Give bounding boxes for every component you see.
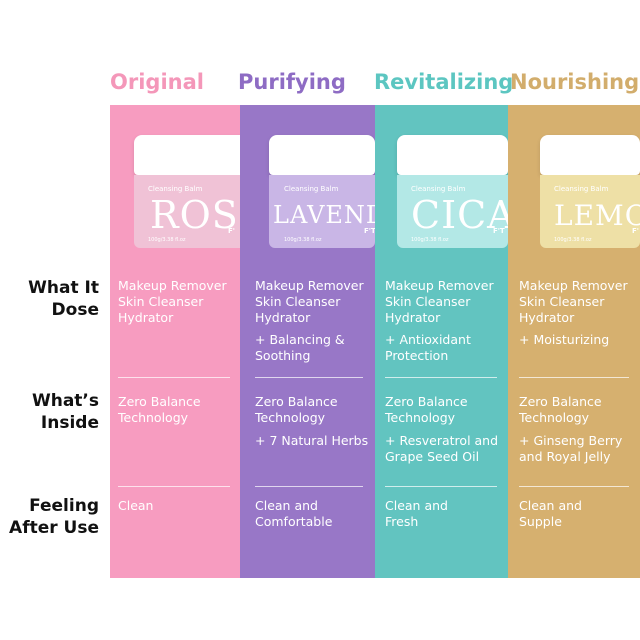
jar-weight: 100g/3.38 fl.oz — [284, 237, 322, 243]
inside-text: Zero Balance Technology — [385, 394, 468, 425]
row-label-what-it-does: What It Dose — [28, 278, 99, 320]
jar-label-small: Cleansing Balm — [411, 185, 466, 193]
row-label-whats-inside: What’s Inside — [31, 391, 99, 433]
divider — [255, 486, 363, 487]
product-jar-cica: Cleansing Balm CICA F'T 100g/3.38 fl.oz — [375, 105, 508, 248]
jar-label-big: ROSE — [150, 193, 240, 237]
inside-extra-text: + 7 Natural Herbs — [255, 433, 369, 448]
divider — [519, 486, 629, 487]
does-text: Makeup Remover Skin Cleanser Hydrator — [519, 278, 628, 325]
product-jar-lemon: Cleansing Balm LEMON F' 100g/3.38 fl.oz — [508, 105, 640, 248]
divider — [385, 377, 497, 378]
does-extra-text: + Balancing & Soothing — [255, 332, 345, 363]
jar-brand-mark: F' — [632, 227, 639, 235]
jar-weight: 100g/3.38 fl.oz — [148, 237, 186, 243]
variant-title-revitalizing: Revitalizing — [374, 70, 514, 94]
inside-extra-text: + Ginseng Berry and Royal Jelly — [519, 433, 623, 464]
variant-title-original: Original — [110, 70, 204, 94]
divider — [118, 377, 230, 378]
feeling-text: Clean and Supple — [519, 498, 582, 529]
jar-lid — [540, 135, 640, 175]
column-original: Cleansing Balm ROSE F' 100g/3.38 fl.oz M… — [110, 105, 240, 578]
product-jar-rose: Cleansing Balm ROSE F' 100g/3.38 fl.oz — [110, 105, 240, 248]
variant-title-purifying: Purifying — [238, 70, 346, 94]
jar-weight: 100g/3.38 fl.oz — [411, 237, 449, 243]
jar-lid — [269, 135, 375, 175]
inside-text: Zero Balance Technology — [255, 394, 338, 425]
divider — [519, 377, 629, 378]
jar-label-small: Cleansing Balm — [284, 185, 339, 193]
jar-label-small: Cleansing Balm — [148, 185, 203, 193]
jar-lid — [397, 135, 508, 175]
does-text: Makeup Remover Skin Cleanser Hydrator — [385, 278, 494, 325]
inside-extra-text: + Resveratrol and Grape Seed Oil — [385, 433, 499, 464]
feeling-text: Clean and Fresh — [385, 498, 448, 529]
inside-text: Zero Balance Technology — [118, 394, 201, 425]
does-text: Makeup Remover Skin Cleanser Hydrator — [255, 278, 364, 325]
feeling-text: Clean — [118, 498, 154, 513]
jar-label-big: LEMON — [554, 199, 640, 232]
jar-label-big: LAVENDER — [273, 201, 375, 229]
jar-label-small: Cleansing Balm — [554, 185, 609, 193]
product-jar-lavender: Cleansing Balm LAVENDER F'T 100g/3.38 fl… — [240, 105, 375, 248]
divider — [385, 486, 497, 487]
jar-brand-mark: F' — [228, 227, 235, 235]
jar-label-big: CICA — [411, 193, 508, 237]
jar-lid — [134, 135, 240, 175]
divider — [118, 486, 230, 487]
jar-brand-mark: F'T — [364, 227, 375, 235]
row-label-feeling-after-use: Feeling After Use — [9, 496, 99, 538]
jar-body — [134, 175, 240, 248]
does-extra-text: + Antioxidant Protection — [385, 332, 471, 363]
jar-body — [397, 175, 508, 248]
jar-brand-mark: F'T — [493, 227, 505, 235]
variant-title-nourishing: Nourishing — [510, 70, 640, 94]
jar-weight: 100g/3.38 fl.oz — [554, 237, 592, 243]
column-nourishing: Cleansing Balm LEMON F' 100g/3.38 fl.oz … — [508, 105, 640, 578]
jar-body — [540, 175, 640, 248]
does-extra-text: + Moisturizing — [519, 332, 610, 347]
column-revitalizing: Cleansing Balm CICA F'T 100g/3.38 fl.oz … — [375, 105, 508, 578]
inside-text: Zero Balance Technology — [519, 394, 602, 425]
jar-body — [269, 175, 375, 248]
feeling-text: Clean and Comfortable — [255, 498, 333, 529]
column-purifying: Cleansing Balm LAVENDER F'T 100g/3.38 fl… — [240, 105, 375, 578]
divider — [255, 377, 363, 378]
does-text: Makeup Remover Skin Cleanser Hydrator — [118, 278, 227, 325]
